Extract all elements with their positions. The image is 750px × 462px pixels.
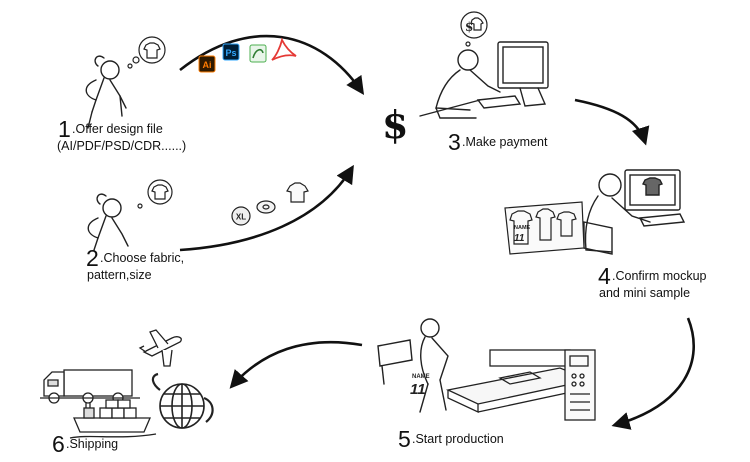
step-5-number: 5 — [398, 426, 411, 452]
person-at-computer-3 — [419, 41, 549, 119]
airplane-icon — [138, 329, 182, 367]
thought-bubble-payment: $ — [460, 11, 488, 47]
dollar-sign: $ — [382, 102, 408, 147]
truck-icon — [40, 369, 140, 404]
ps-icon-label: Ps — [225, 48, 236, 58]
step-2-number: 2 — [86, 245, 99, 271]
step-3-number: 3 — [448, 129, 461, 155]
printing-machine — [445, 349, 596, 421]
size-badge-label: XL — [236, 213, 246, 222]
cdr-icon — [249, 44, 267, 63]
person-thinking-1 — [85, 55, 127, 129]
arrow-3-to-4 — [574, 98, 650, 146]
step-3-label: .Make payment — [462, 135, 548, 149]
arrow-4-to-5 — [611, 317, 695, 430]
thought-bubble-shirt-1 — [127, 36, 166, 69]
step-4-label: .Confirm mockup — [612, 269, 707, 283]
step-4-sub: and mini sample — [599, 286, 690, 300]
cargo-ship-icon — [69, 399, 157, 439]
mockup-jersey-number: 11 — [514, 233, 525, 244]
step-1-sub: (AI/PDF/PSD/CDR......) — [57, 139, 186, 153]
globe-icon — [151, 372, 214, 429]
mockup-jersey-front — [509, 210, 533, 245]
mockup-sheet: NAME 11 — [504, 201, 585, 255]
size-badge-icon — [231, 206, 251, 226]
ai-icon — [198, 55, 216, 73]
arrow-2-to-3 — [179, 164, 354, 252]
mockup-jersey-name: NAME — [514, 225, 531, 231]
production-jersey: NAME 11 — [410, 374, 430, 398]
pdf-icon — [271, 37, 297, 61]
production-jersey-name: NAME — [412, 374, 430, 380]
arrow-1-to-3 — [179, 34, 365, 96]
production-jersey-number: 11 — [410, 381, 426, 398]
thought-dollar: $ — [465, 20, 473, 34]
production-worker — [377, 318, 449, 413]
ps-icon — [222, 43, 240, 61]
step-2-sub: pattern,size — [87, 268, 152, 282]
step-4-number: 4 — [598, 263, 611, 289]
person-thinking-2 — [87, 193, 129, 251]
thought-bubble-shirt-2 — [137, 179, 173, 209]
step-5-label: .Start production — [412, 432, 504, 446]
fabric-roll-icon — [256, 200, 276, 214]
step-6-label: .Shipping — [66, 437, 118, 451]
step-1-number: 1 — [58, 116, 71, 142]
step-6-number: 6 — [52, 431, 65, 457]
step-2-label: .Choose fabric, — [100, 251, 184, 265]
file-format-icons: Ai Ps — [198, 37, 297, 73]
person-at-monitor-4 — [583, 169, 686, 255]
ai-icon-label: Ai — [203, 60, 212, 70]
fabric-size-icons: XL — [231, 182, 309, 226]
tshirt-icon — [286, 182, 309, 203]
mockup-shirt-on-screen — [642, 177, 663, 196]
arrow-5-to-6 — [229, 340, 363, 389]
step-1-label: .Offer design file — [72, 122, 163, 136]
